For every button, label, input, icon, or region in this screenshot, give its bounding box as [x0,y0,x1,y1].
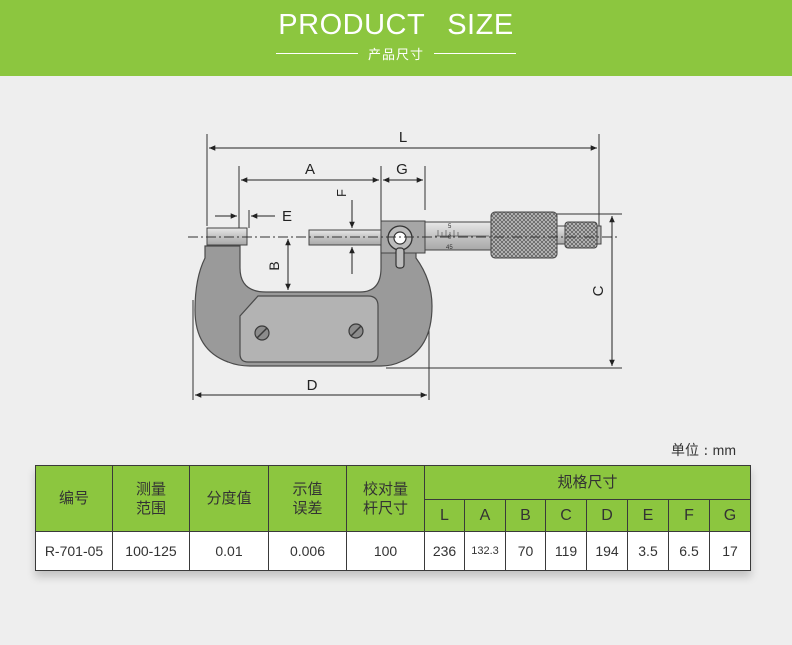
header-error: 示值 误差 [268,465,347,532]
label-E: E [282,208,292,225]
cell-dim-D: 194 [586,531,628,571]
header-dim-C: C [545,499,587,532]
header-dim-D: D [586,499,628,532]
subtitle-row: 产品尺寸 [0,44,792,63]
unit-label: 单位 : mm [671,440,736,460]
unit-value: mm [712,442,736,458]
subtitle-left-rule [275,52,358,54]
screw-right-icon [348,323,364,339]
label-D: D [307,377,318,394]
header-banner: PRODUCT SIZE 产品尺寸 [0,0,792,76]
cell-dim-F: 6.5 [668,531,710,571]
spec-table: 编号 测量 范围 分度值 示值 误差 校对量 杆尺寸 规格尺寸 L A B C … [35,465,751,571]
header-dim-F: F [668,499,710,532]
subtitle-right-rule [434,52,516,54]
page-subtitle: 产品尺寸 [367,47,424,63]
scale-mark-45: 45 [446,245,453,251]
header-dim-B: B [505,499,546,532]
header-range: 测量 范围 [112,465,190,532]
table-header-row: 编号 测量 范围 分度值 示值 误差 校对量 杆尺寸 规格尺寸 [35,465,751,532]
scale-mark-0: 0 [448,235,452,241]
cell-dim-C: 119 [545,531,587,571]
micrometer-diagram: 5 0 45 L A G E F B C D [188,129,622,400]
header-dim-E: E [627,499,669,532]
label-F: F [334,189,349,197]
scale-mark-5: 5 [448,224,452,230]
header-dim-G: G [709,499,751,532]
table-dim-header-row: L A B C D E F G [36,499,751,532]
lock-lever [395,247,405,269]
label-L: L [399,129,407,146]
page-title: PRODUCT SIZE [278,9,514,41]
screw-left-icon [254,325,270,341]
cell-range: 100-125 [112,531,190,571]
ratchet-cap [596,225,602,245]
cell-dim-A: 132.3 [464,531,506,571]
cell-dim-G: 17 [709,531,751,571]
cell-dim-E: 3.5 [627,531,669,571]
unit-prefix: 单位 : [671,443,713,459]
label-C: C [590,285,607,296]
cell-model: R-701-05 [35,531,113,571]
cell-resolution: 0.01 [189,531,269,571]
label-B: B [266,261,282,270]
ratchet-neck [556,225,566,245]
header-spec-group: 规格尺寸 [424,465,751,500]
cell-rod-size: 100 [346,531,425,571]
cell-dim-L: 236 [424,531,465,571]
label-A: A [305,161,315,178]
table-row: R-701-05 100-125 0.01 0.006 100 236 132.… [35,531,751,571]
header-dim-L: L [424,499,465,532]
thimble-knurl [490,211,558,259]
cell-error: 0.006 [268,531,347,571]
frame-plate [239,295,379,363]
label-G: G [396,161,408,178]
sleeve-scale [435,230,489,237]
header-dim-A: A [464,499,506,532]
header-model: 编号 [35,465,113,532]
ratchet-knurl [564,221,598,249]
header-rod-size: 校对量 杆尺寸 [346,465,425,532]
header-resolution: 分度值 [189,465,269,532]
cell-dim-B: 70 [505,531,546,571]
